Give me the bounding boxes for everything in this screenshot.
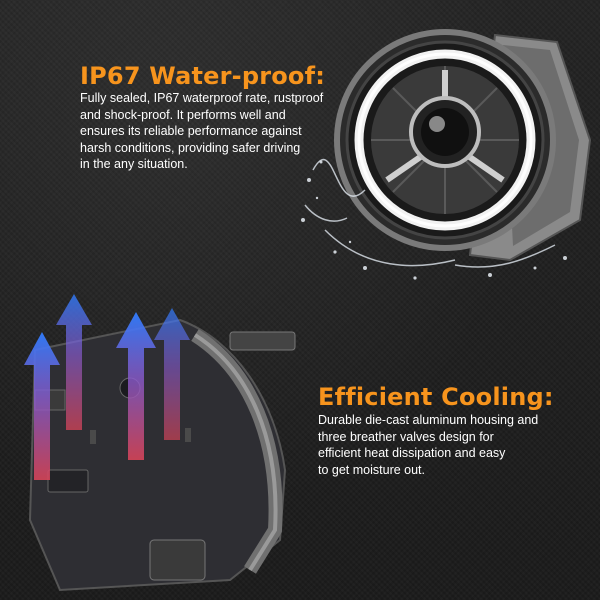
cooling-line: efficient heat dissipation and easy	[318, 446, 506, 460]
waterproof-line: Fully sealed, IP67 waterproof rate, rust…	[80, 91, 324, 105]
headlight-image	[301, 29, 592, 280]
waterproof-description: Fully sealed, IP67 waterproof rate, rust…	[80, 90, 350, 173]
cooling-description: Durable die-cast aluminum housing and th…	[318, 412, 583, 478]
waterproof-line: ensures its reliable performance against	[80, 124, 302, 138]
housing-airflow-image	[24, 294, 296, 592]
cooling-line: Durable die-cast aluminum housing and	[318, 413, 539, 427]
waterproof-line: in the any situation.	[80, 157, 188, 171]
waterproof-line: harsh conditions, providing safer drivin…	[80, 140, 301, 155]
waterproof-title: IP67 Water-proof:	[80, 62, 326, 90]
cooling-line: three breather valves design for	[318, 429, 494, 444]
cooling-title: Efficient Cooling:	[318, 383, 554, 411]
waterproof-line: and shock-proof. It performs well and	[80, 107, 286, 122]
cooling-line: to get moisture out.	[318, 462, 426, 477]
